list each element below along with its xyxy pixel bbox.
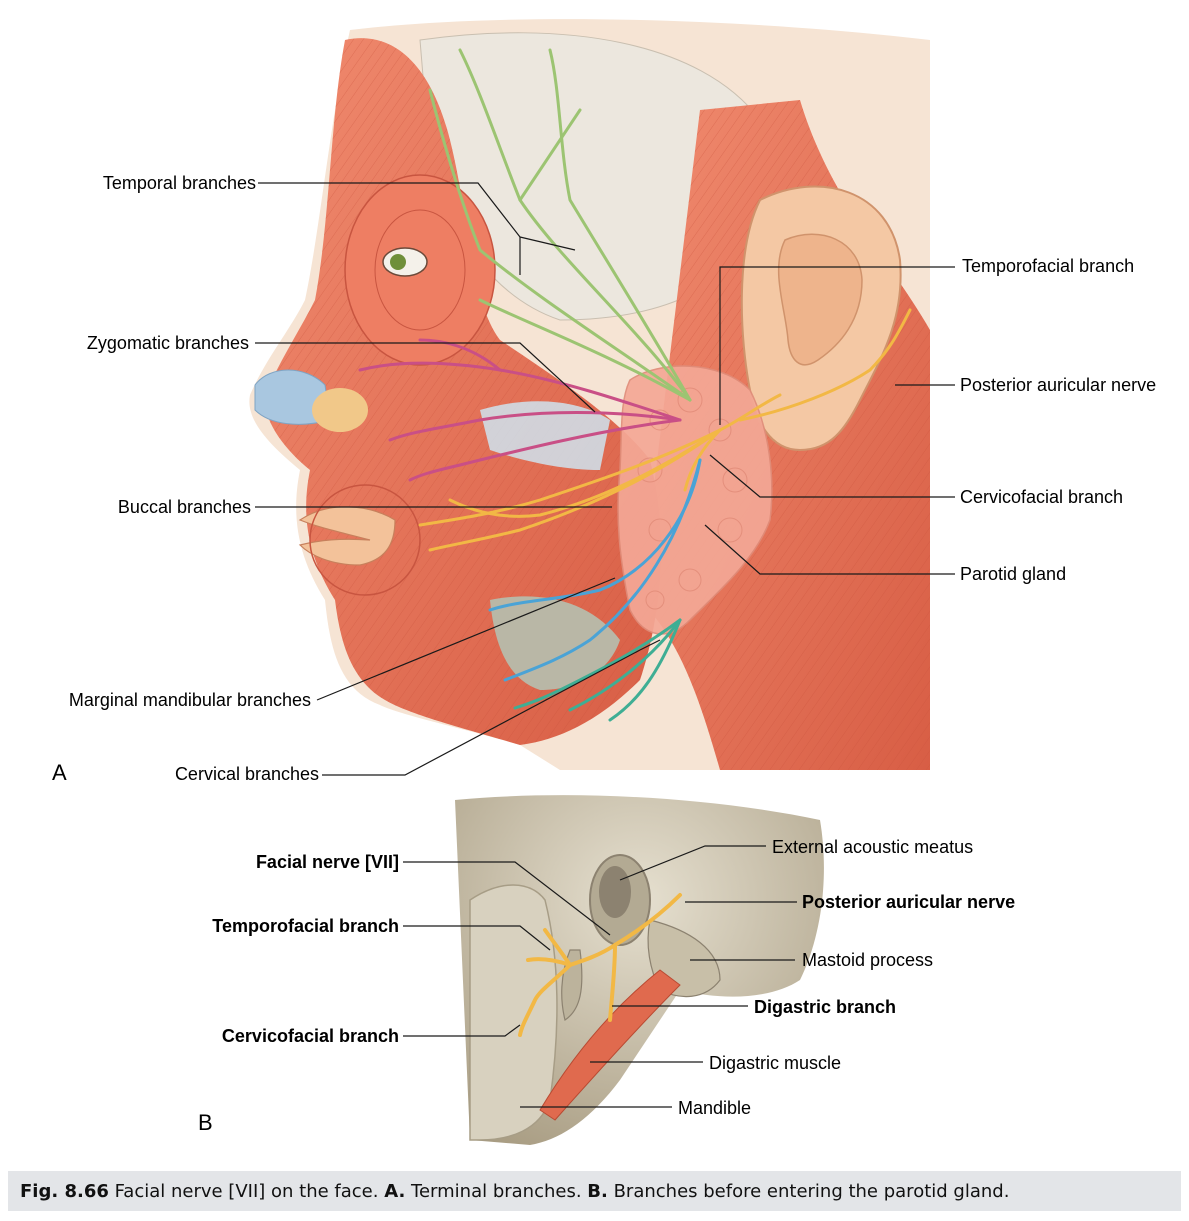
marginal-mandibular-branches: [488, 458, 702, 682]
panel-a-letter: A: [52, 760, 67, 785]
zygomatic-nerve-branches: [358, 338, 682, 482]
facial-nerve-b: [518, 893, 682, 1037]
label-temporofacial-branch-a: Temporofacial branch: [962, 256, 1134, 276]
caption-text-3: Branches before entering the parotid gla…: [607, 1180, 1010, 1202]
label-temporofacial-branch-b: Temporofacial branch: [212, 916, 399, 936]
label-zygomatic-branches: Zygomatic branches: [87, 333, 249, 353]
label-cervicofacial-branch-b: Cervicofacial branch: [222, 1026, 399, 1046]
figure-caption: Fig. 8.66 Facial nerve [VII] on the face…: [8, 1171, 1181, 1211]
label-temporal-branches: Temporal branches: [103, 173, 256, 193]
mandible-ramus: [469, 884, 558, 1141]
label-digastric-branch: Digastric branch: [754, 997, 896, 1017]
caption-label-a: A.: [384, 1180, 406, 1202]
label-cervical-branches: Cervical branches: [175, 764, 319, 784]
label-mastoid-process: Mastoid process: [802, 950, 933, 970]
caption-label-b: B.: [587, 1180, 608, 1202]
posterior-auricular-nerve-a: [738, 308, 912, 422]
label-marginal-mandibular-branches: Marginal mandibular branches: [69, 690, 311, 710]
label-digastric-muscle: Digastric muscle: [709, 1053, 841, 1073]
label-mandible: Mandible: [678, 1098, 751, 1118]
orbicularis-oculi-inner: [374, 209, 466, 331]
orbicularis-oris: [309, 484, 421, 596]
caption-fig-number: Fig. 8.66: [20, 1180, 109, 1202]
label-parotid-gland: Parotid gland: [960, 564, 1066, 584]
label-external-acoustic-meatus: External acoustic meatus: [772, 837, 973, 857]
buccal-nerve-branches: [418, 393, 782, 552]
temporal-nerve-branches: [428, 48, 692, 402]
alar-cartilage: [312, 388, 368, 432]
caption-text-1: Facial nerve [VII] on the face.: [108, 1180, 385, 1202]
panel-b-illustration: [455, 795, 824, 1145]
lips: [298, 506, 396, 566]
iris: [390, 254, 406, 270]
meatus-opening: [599, 866, 631, 918]
digastric-muscle-shape: [539, 969, 681, 1121]
label-posterior-auricular-nerve-a: Posterior auricular nerve: [960, 375, 1156, 395]
panel-a-illustration: [249, 19, 930, 770]
mandible-bone: [490, 596, 620, 690]
label-posterior-auricular-nerve-b: Posterior auricular nerve: [802, 892, 1015, 912]
leader-lines: [255, 182, 955, 1108]
label-cervicofacial-branch-a: Cervicofacial branch: [960, 487, 1123, 507]
panel-b-letter: B: [198, 1110, 213, 1135]
anatomy-figure: A Temporal branches Zygomatic branches B…: [52, 19, 1156, 1145]
label-buccal-branches: Buccal branches: [118, 497, 251, 517]
label-facial-nerve: Facial nerve [VII]: [256, 852, 399, 872]
caption-text-2: Terminal branches.: [405, 1180, 588, 1202]
cervical-nerve-branches: [513, 618, 682, 722]
